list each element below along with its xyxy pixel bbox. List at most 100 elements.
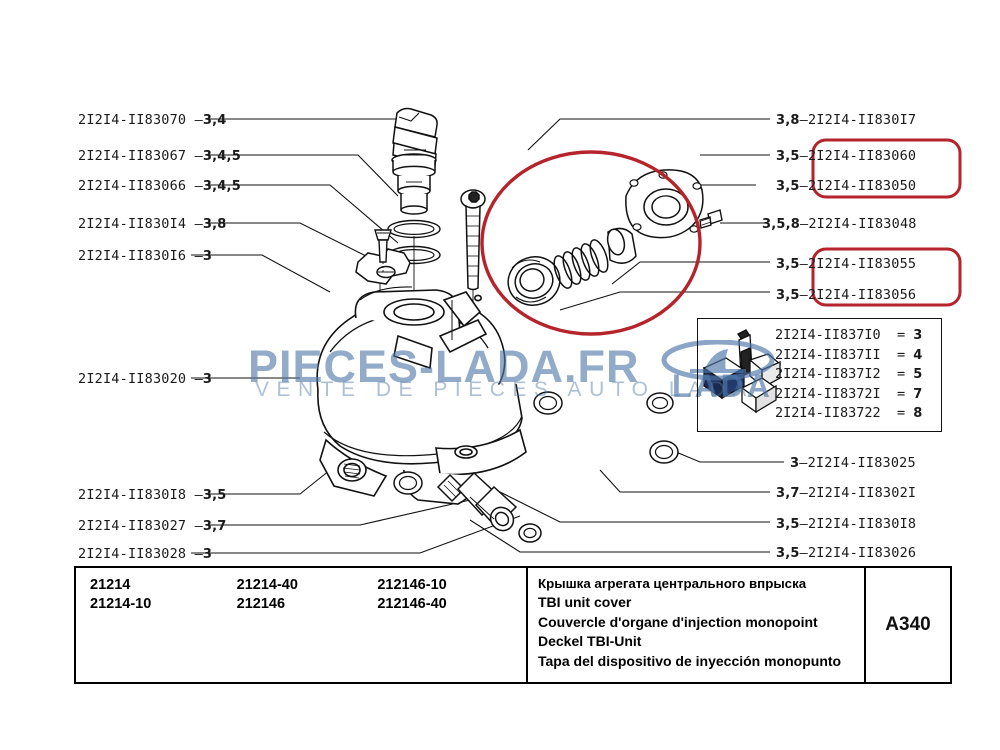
model-code: 212146-10 bbox=[377, 577, 447, 593]
part-quantity-code: 3,7 bbox=[202, 519, 227, 534]
model-code: 21214-10 bbox=[90, 596, 152, 612]
red-highlight-box-upper bbox=[811, 138, 962, 199]
part-number: 2I2I4-II83056 bbox=[807, 287, 917, 303]
clip-screw-part bbox=[374, 229, 392, 274]
legend-part-number: 2I2I4-II837I2 bbox=[775, 366, 881, 383]
legend-row: 2I2I4-II837I2 = 5 bbox=[775, 365, 922, 385]
description-line: Couvercle d'organe d'injection monopoint bbox=[538, 613, 818, 630]
part-quantity-code: 3,8 bbox=[776, 113, 800, 128]
part-quantity-code: 3 bbox=[202, 249, 213, 264]
model-code: 21214-40 bbox=[236, 577, 298, 593]
part-label-right-highlighted: 3,5—2I2I4-II83050 bbox=[776, 178, 917, 194]
part-label-left: 2I2I4-II83067 —3,4,5 bbox=[78, 148, 241, 164]
part-number: 2I2I4-II83055 bbox=[807, 256, 917, 272]
part-label-left: 2I2I4-II830I8 —3,5 bbox=[78, 487, 227, 503]
part-number: 2I2I4-II83050 bbox=[807, 178, 917, 194]
part-quantity-code: 3 bbox=[790, 456, 800, 471]
part-label-right: 3,5,8—2I2I4-II83048 bbox=[762, 216, 917, 232]
part-number: 2I2I4-II83048 bbox=[808, 216, 917, 232]
long-torx-screw-part bbox=[460, 189, 486, 348]
part-number: 2I2I4-II83067 bbox=[78, 148, 187, 164]
part-quantity-code: 3,5,8 bbox=[762, 217, 801, 232]
title-block-sheet-code: A340 bbox=[866, 568, 950, 682]
fuel-injector-part bbox=[391, 107, 438, 215]
part-number: 2I2I4-II830I7 bbox=[807, 112, 917, 128]
red-highlight-box-lower bbox=[811, 247, 962, 307]
model-code: 212146 bbox=[236, 596, 286, 612]
legend-part-number: 2I2I4-II83722 bbox=[775, 405, 881, 422]
part-label-left: 2I2I4-II83027 —3,7 bbox=[78, 518, 227, 534]
part-label-left: 2I2I4-II83020 —3 bbox=[78, 371, 213, 387]
part-label-right: 3,7—2I2I4-II8302I bbox=[776, 485, 917, 501]
model-code-column-1: 21214 21214-10 bbox=[90, 576, 237, 682]
part-quantity-code: 3,7 bbox=[776, 486, 800, 501]
description-line: Deckel TBI-Unit bbox=[538, 633, 642, 650]
part-quantity-code: 3,5 bbox=[202, 488, 227, 503]
part-label-right: 3,5—2I2I4-II83026 bbox=[776, 545, 917, 561]
housing-bolt-part bbox=[699, 209, 723, 229]
part-label-left: 2I2I4-II83066 —3,4,5 bbox=[78, 178, 241, 194]
red-highlight-ellipse bbox=[480, 150, 702, 336]
legend-value: 8 bbox=[913, 406, 923, 422]
part-number: 2I2I4-II8302I bbox=[807, 485, 917, 501]
part-label-right-highlighted: 3,5—2I2I4-II83056 bbox=[776, 287, 917, 303]
legend-row: 2I2I4-II83722 = 8 bbox=[775, 404, 922, 424]
part-label-right: 3,5—2I2I4-II830I8 bbox=[776, 516, 917, 532]
sheet-code-value: A340 bbox=[885, 614, 931, 635]
legend-value: 3 bbox=[913, 328, 923, 343]
legend-value: 5 bbox=[913, 367, 923, 383]
description-line: Крышка агрегата центрального впрыска bbox=[538, 576, 807, 591]
sealant-legend-box bbox=[697, 318, 942, 432]
legend-equals-sign: = bbox=[896, 405, 906, 422]
regulator-diaphragm-cup-part bbox=[507, 256, 561, 306]
tbi-cover-body-part bbox=[316, 286, 527, 505]
part-number: 2I2I4-II83025 bbox=[807, 455, 916, 471]
legend-equals-sign: = bbox=[896, 346, 906, 363]
part-quantity-code: 3,5 bbox=[776, 517, 800, 532]
model-code: 21214 bbox=[90, 577, 131, 593]
description-line: Tapa del dispositivo de inyección monopu… bbox=[538, 652, 842, 669]
part-label-right: 3—2I2I4-II83025 bbox=[790, 455, 916, 471]
part-number: 2I2I4-II83070 bbox=[78, 112, 187, 128]
part-number: 2I2I4-II83060 bbox=[807, 148, 917, 164]
body-o-rings bbox=[393, 391, 679, 543]
part-label-left: 2I2I4-II830I6 —3 bbox=[78, 248, 213, 264]
legend-value: 4 bbox=[913, 347, 923, 363]
legend-row: 2I2I4-II837II = 4 bbox=[775, 346, 922, 366]
part-number: 2I2I4-II83028 bbox=[78, 546, 187, 562]
part-number: 2I2I4-II83020 bbox=[78, 371, 187, 387]
part-quantity-code: 3 bbox=[202, 547, 213, 562]
part-quantity-code: 3 bbox=[202, 372, 213, 387]
part-quantity-code: 3,5 bbox=[776, 179, 800, 194]
part-quantity-code: 3,5 bbox=[776, 149, 800, 164]
legend-part-number: 2I2I4-II8372I bbox=[775, 385, 881, 402]
part-label-right-highlighted: 3,5—2I2I4-II83055 bbox=[776, 256, 917, 272]
legend-part-number: 2I2I4-II837I0 bbox=[775, 327, 881, 343]
legend-equals-sign: = bbox=[896, 366, 906, 383]
leader-lines bbox=[191, 118, 784, 554]
part-label-right-highlighted: 3,5—2I2I4-II83060 bbox=[776, 148, 917, 164]
part-quantity-code: 3,5 bbox=[776, 288, 800, 303]
part-quantity-code: 3,5 bbox=[776, 546, 800, 561]
legend-equals-sign: = bbox=[896, 327, 906, 343]
part-quantity-code: 3,8 bbox=[202, 217, 227, 232]
part-number: 2I2I4-II83066 bbox=[78, 178, 187, 194]
regulator-housing-part bbox=[625, 169, 704, 239]
legend-part-number: 2I2I4-II837II bbox=[775, 346, 881, 363]
part-quantity-code: 3,4,5 bbox=[202, 149, 241, 164]
model-code-column-2: 21214-40 212146 bbox=[237, 576, 378, 682]
part-quantity-code: 3,4 bbox=[202, 113, 227, 128]
part-number: 2I2I4-II83027 bbox=[78, 518, 187, 534]
part-label-right: 3,8—2I2I4-II830I7 bbox=[776, 112, 917, 128]
part-number: 2I2I4-II83026 bbox=[807, 545, 917, 561]
description-line: TBI unit cover bbox=[538, 594, 632, 611]
fuel-union-fitting-part bbox=[436, 471, 518, 532]
part-quantity-code: 3,5 bbox=[776, 257, 800, 272]
legend-value: 7 bbox=[913, 386, 923, 402]
legend-equals-sign: = bbox=[896, 385, 906, 402]
